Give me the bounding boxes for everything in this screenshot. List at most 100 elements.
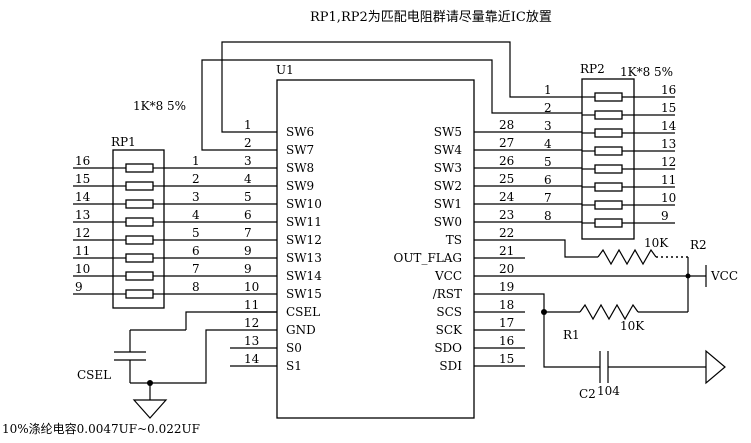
rp2-resistor (594, 182, 623, 192)
u1-pin-name: SDI (439, 359, 462, 373)
rp1-resistor (125, 271, 154, 281)
u1-pin-name: SW12 (286, 233, 322, 247)
u1-pin-name: SW7 (286, 143, 314, 157)
u1-pin-number: 7 (244, 226, 252, 240)
u1-pin-number: 27 (499, 136, 514, 150)
u1-body (276, 79, 475, 419)
rp2-right-pin-number: 9 (661, 209, 669, 223)
u1-pin-name: SW5 (434, 125, 462, 139)
rp2-resistor (594, 92, 623, 102)
rp1-inner-pin-number: 5 (192, 226, 200, 240)
u1-pin-name: SW2 (434, 179, 462, 193)
rp2-right-pin-number: 14 (661, 119, 677, 133)
u1-pin-number: 21 (499, 244, 514, 258)
junction-gnd (147, 380, 153, 386)
u1-pin-number: 14 (244, 352, 260, 366)
rp1-value: 1K*8 5% (133, 99, 186, 113)
rp1-outer-pin-number: 10 (75, 262, 90, 276)
rp1-outer-pin-number: 12 (75, 226, 90, 240)
u1-pin-name: SW6 (286, 125, 314, 139)
r1-resistor (579, 303, 639, 321)
u1-pin-number: 26 (499, 154, 514, 168)
u1-pin-name: VCC (434, 269, 462, 283)
u1-pin-number: 10 (244, 280, 259, 294)
rp2-left-pin-number: 5 (544, 155, 552, 169)
u1-pin-name: SW15 (286, 287, 322, 301)
u1-pin-number: 11 (244, 298, 259, 312)
u1-pin-number: 28 (499, 118, 514, 132)
rp1-outer-pin-number: 11 (75, 244, 90, 258)
rp2-left-pin-number: 1 (544, 83, 552, 97)
u1-pin-name: SCS (436, 305, 462, 319)
u1-pin-number: 15 (499, 352, 514, 366)
rp1-inner-pin-number: 7 (192, 262, 200, 276)
rp2-left-pin-number: 7 (544, 191, 552, 205)
r2-value: 10K (644, 236, 669, 250)
r1-value: 10K (620, 319, 645, 333)
u1-pin-name: GND (286, 323, 316, 337)
rp1-resistor (125, 289, 154, 299)
u1-pin-number: 12 (244, 316, 259, 330)
u1-ref: U1 (276, 63, 294, 77)
u1-pin-name: S0 (286, 341, 302, 355)
u1-pin-name: CSEL (286, 305, 320, 319)
rp1-inner-pin-number: 2 (192, 172, 200, 186)
wire-rst (474, 293, 545, 312)
u1-pin-number: 3 (244, 154, 252, 168)
r2-ref: R2 (690, 238, 707, 252)
rp1-resistor (125, 217, 154, 227)
rp2-left-pin-number: 3 (544, 119, 552, 133)
rp2-resistor (594, 218, 623, 228)
rp1-outer-pin-number: 15 (75, 172, 90, 186)
u1-pin-number: 22 (499, 226, 514, 240)
u1-pin-name: SW10 (286, 197, 322, 211)
u1-pin-name: SW3 (434, 161, 462, 175)
rp2-right-pin-number: 13 (661, 137, 676, 151)
u1-pin-number: 19 (499, 280, 514, 294)
u1-pin-number: 6 (244, 208, 252, 222)
rp2-resistor (594, 110, 623, 120)
rp1-inner-pin-number: 8 (192, 280, 200, 294)
u1-pin-number: 4 (244, 172, 252, 186)
u1-right-pins: 28SW527SW426SW325SW224SW123SW022TS21OUT_… (393, 118, 582, 373)
rp1-resistor (125, 253, 154, 263)
u1-pin-name: OUT_FLAG (393, 251, 462, 265)
u1-pin-number: 20 (499, 262, 514, 276)
wire-rp2-2-to-u1-2 (201, 59, 582, 151)
rp2-left-pin-number: 8 (544, 209, 552, 223)
rp1-outer-pin-number: 14 (75, 190, 91, 204)
u1-pin-name: SW0 (434, 215, 462, 229)
u1-pin-number: 9 (244, 244, 252, 258)
u1-pin-name: SW1 (434, 197, 462, 211)
csel-cap-label: CSEL (77, 368, 111, 382)
rp1-inner-pin-number: 6 (192, 244, 200, 258)
u1-pin-name: S1 (286, 359, 302, 373)
wire-ts (474, 239, 598, 258)
rp1-outer-pin-number: 9 (75, 280, 83, 294)
rp2-right-pin-number: 12 (661, 155, 676, 169)
rp1-inner-pin-number: 1 (192, 154, 200, 168)
u1-pin-name: SW11 (286, 215, 322, 229)
rp1-resistor (125, 181, 154, 191)
u1-pin-number: 5 (244, 190, 252, 204)
rp2-resistor (594, 128, 623, 138)
rp2-left-pin-number: 2 (544, 101, 552, 115)
vcc-label: VCC (710, 269, 738, 283)
rp2-right-pin-number: 11 (661, 173, 676, 187)
ground-symbol-right (705, 349, 726, 385)
rp1-ref: RP1 (111, 135, 136, 149)
u1-pin-name: SW9 (286, 179, 314, 193)
u1-pin-number: 24 (499, 190, 515, 204)
rp1-outer-pin-number: 16 (75, 154, 90, 168)
rp2-left-pin-number: 6 (544, 173, 552, 187)
u1-pin-number: 16 (499, 334, 514, 348)
rp2-resistor (594, 146, 623, 156)
rp2-resistor (594, 200, 623, 210)
junction-vcc (685, 273, 691, 279)
u1-pin-number: 13 (244, 334, 259, 348)
c2-value: 104 (597, 384, 620, 398)
